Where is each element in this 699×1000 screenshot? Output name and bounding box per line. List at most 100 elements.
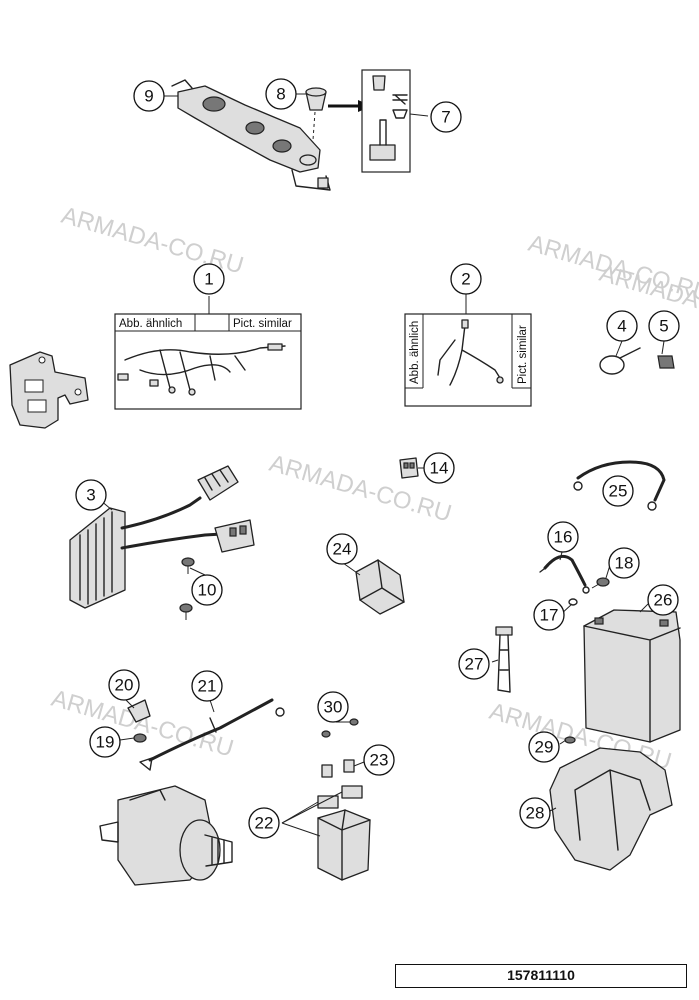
battery-illustration (583, 609, 681, 743)
callout-number: 3 (86, 486, 95, 505)
callout-number: 7 (441, 108, 450, 127)
callout-circle (191, 574, 223, 606)
battery-strap-illustration (495, 626, 513, 693)
callout-circle (608, 547, 640, 579)
connector-illustration (399, 457, 419, 479)
relay-fuse-illustration (317, 718, 371, 881)
callout-24: 24 (326, 533, 358, 565)
callout-5: 5 (648, 310, 680, 342)
callout-circle (363, 744, 395, 776)
screw-illustration (179, 557, 195, 620)
callout-number: 10 (198, 581, 217, 600)
callout-21: 21 (191, 670, 223, 702)
callout-circle (193, 263, 225, 295)
callout-number: 24 (333, 540, 352, 559)
callout-number: 28 (526, 804, 545, 823)
callout-number: 30 (324, 698, 343, 717)
callout-28: 28 (519, 797, 551, 829)
callout-circle (602, 475, 634, 507)
callout-number: 16 (554, 528, 573, 547)
callout-16: 16 (547, 521, 579, 553)
callout-25: 25 (602, 475, 634, 507)
callout-circle (533, 599, 565, 631)
callout-circle (75, 479, 107, 511)
wiring-harness-panel: Abb. ähnlich Pict. similar (114, 296, 302, 410)
callout-circle (458, 648, 490, 680)
callout-circle (423, 452, 455, 484)
callout-number: 19 (96, 733, 115, 752)
callout-2: 2 (450, 263, 482, 295)
callout-circle (317, 691, 349, 723)
callout-circle (528, 731, 560, 763)
callout-number: 26 (654, 591, 673, 610)
callout-7: 7 (430, 101, 462, 133)
callout-number: 1 (204, 270, 213, 289)
callout-27: 27 (458, 648, 490, 680)
harness-label-de: Abb. ähnlich (119, 318, 182, 330)
relay-cover-illustration (355, 559, 405, 615)
callout-number: 21 (198, 677, 217, 696)
callout-number: 2 (461, 270, 470, 289)
sub-harness-label-de: Abb. ähnlich (409, 321, 421, 384)
callout-circle (265, 78, 297, 110)
sub-harness-label-en: Pict. similar (517, 325, 529, 384)
callout-26: 26 (647, 584, 679, 616)
callout-circle (647, 584, 679, 616)
callout-circle (450, 263, 482, 295)
callout-22: 22 (248, 807, 280, 839)
callout-4: 4 (606, 310, 638, 342)
callout-circle (648, 310, 680, 342)
battery-cable-illustration (573, 460, 666, 511)
callout-18: 18 (608, 547, 640, 579)
callout-10: 10 (191, 574, 223, 606)
callout-circle (248, 807, 280, 839)
cable-tie-illustration (599, 347, 641, 375)
callout-19: 19 (89, 726, 121, 758)
callout-3: 3 (75, 479, 107, 511)
clip-illustration (657, 355, 675, 369)
callout-number: 14 (430, 459, 449, 478)
callout-circle (430, 101, 462, 133)
callout-17: 17 (533, 599, 565, 631)
callout-circle (326, 533, 358, 565)
voltage-regulator-illustration (69, 465, 255, 609)
ground-cable-illustration (539, 554, 590, 594)
callout-circle (606, 310, 638, 342)
callout-number: 9 (144, 87, 153, 106)
callout-8: 8 (265, 78, 297, 110)
callout-30: 30 (317, 691, 349, 723)
harness-label-en: Pict. similar (233, 318, 292, 330)
callout-1: 1 (193, 263, 225, 295)
callout-number: 22 (255, 814, 274, 833)
cap-illustration (305, 87, 327, 141)
callout-number: 27 (465, 655, 484, 674)
ignition-bracket-illustration (171, 79, 331, 191)
callout-circle (108, 669, 140, 701)
callout-number: 29 (535, 738, 554, 757)
callout-9: 9 (133, 80, 165, 112)
callout-number: 4 (617, 317, 626, 336)
sub-harness-panel: Abb. ähnlich Pict. similar (404, 294, 532, 407)
callout-14: 14 (423, 452, 455, 484)
callout-number: 23 (370, 751, 389, 770)
callout-number: 5 (659, 317, 668, 336)
callout-circle (89, 726, 121, 758)
callout-number: 20 (115, 676, 134, 695)
starter-cable-illustration (127, 698, 285, 771)
callout-circle (133, 80, 165, 112)
callout-number: 25 (609, 482, 628, 501)
callout-20: 20 (108, 669, 140, 701)
callout-number: 18 (615, 554, 634, 573)
document-number: 157811110 (395, 964, 687, 988)
battery-holder-illustration (549, 736, 673, 871)
callout-23: 23 (363, 744, 395, 776)
callout-circle (519, 797, 551, 829)
starter-motor-illustration (99, 785, 233, 886)
callout-number: 8 (276, 85, 285, 104)
callout-29: 29 (528, 731, 560, 763)
mounting-bracket-illustration (9, 351, 89, 429)
nut-screw-illustration (568, 577, 610, 606)
key-switch-detail (361, 69, 429, 173)
callout-number: 17 (540, 606, 559, 625)
callout-circle (191, 670, 223, 702)
